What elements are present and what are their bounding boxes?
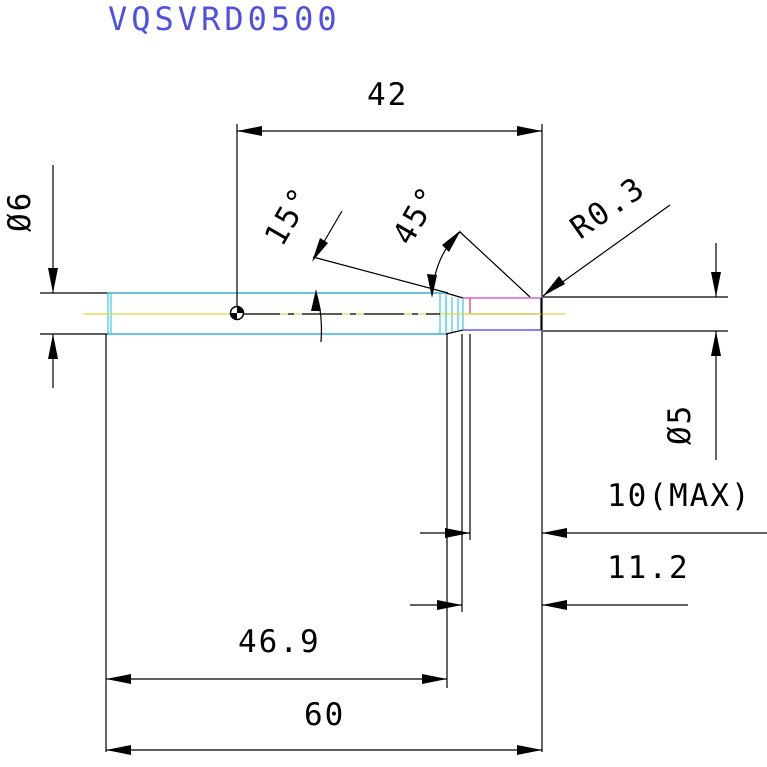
dim-10-max-label: 10(MAX) <box>607 478 752 514</box>
dim-diameter-6: Ø6 <box>2 165 58 388</box>
dim-diameter-5: Ø5 <box>662 243 721 460</box>
tool-body <box>40 292 566 335</box>
dim-46-9-label: 46.9 <box>238 624 321 660</box>
dim-radius-label: R0.3 <box>564 170 652 247</box>
dim-60-label: 60 <box>304 697 345 733</box>
dim-60: 60 <box>106 697 542 755</box>
extension-lines <box>105 124 728 752</box>
dim-angle-45: 45° <box>386 179 531 298</box>
dim-radius: R0.3 <box>542 170 671 297</box>
part-number-title: VQSVRD0500 <box>108 0 341 38</box>
dim-42-label: 42 <box>367 77 408 113</box>
dim-diameter-6-label: Ø6 <box>2 191 38 232</box>
dim-46-9: 46.9 <box>106 624 447 684</box>
dim-angle-15-label: 15° <box>258 180 320 252</box>
dim-10-max: 10(MAX) <box>420 478 767 538</box>
dim-11-2-label: 11.2 <box>607 550 690 586</box>
dim-42: 42 <box>237 77 542 136</box>
dim-diameter-5-label: Ø5 <box>662 404 698 445</box>
dim-angle-45-label: 45° <box>386 179 448 251</box>
dim-11-2: 11.2 <box>410 550 690 610</box>
